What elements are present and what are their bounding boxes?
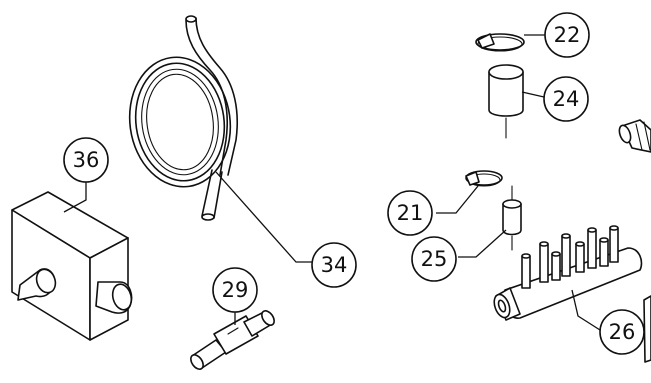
callout-24-label: 24 [553, 87, 580, 111]
callout-25: 25 [411, 236, 457, 282]
callout-36: 36 [63, 137, 109, 183]
callout-29-label: 29 [222, 278, 249, 302]
callout-25-label: 25 [421, 247, 448, 271]
part-36-block [11, 191, 133, 341]
callout-21-label: 21 [397, 201, 424, 225]
leader-lines [63, 34, 601, 331]
part-26-manifold [493, 225, 643, 321]
part-24-sleeve [488, 64, 524, 139]
part-29-connector [190, 310, 275, 370]
part-21-clamp [465, 170, 503, 187]
callout-24: 24 [543, 76, 589, 122]
callout-34-label: 34 [321, 253, 348, 277]
part-22-clamp [475, 33, 525, 52]
partial-part-right-edge [643, 295, 651, 363]
callout-36-label: 36 [73, 148, 100, 172]
callout-26: 26 [599, 309, 645, 355]
partial-fitting-right-edge [618, 119, 651, 153]
part-25-sleeve [502, 185, 522, 251]
callout-22-label: 22 [554, 23, 581, 47]
callout-34: 34 [311, 242, 357, 288]
part-34-tubing-coil [128, 15, 239, 221]
callout-21: 21 [387, 190, 433, 236]
callout-22: 22 [544, 12, 590, 58]
callout-29: 29 [212, 267, 258, 313]
callout-26-label: 26 [609, 320, 636, 344]
